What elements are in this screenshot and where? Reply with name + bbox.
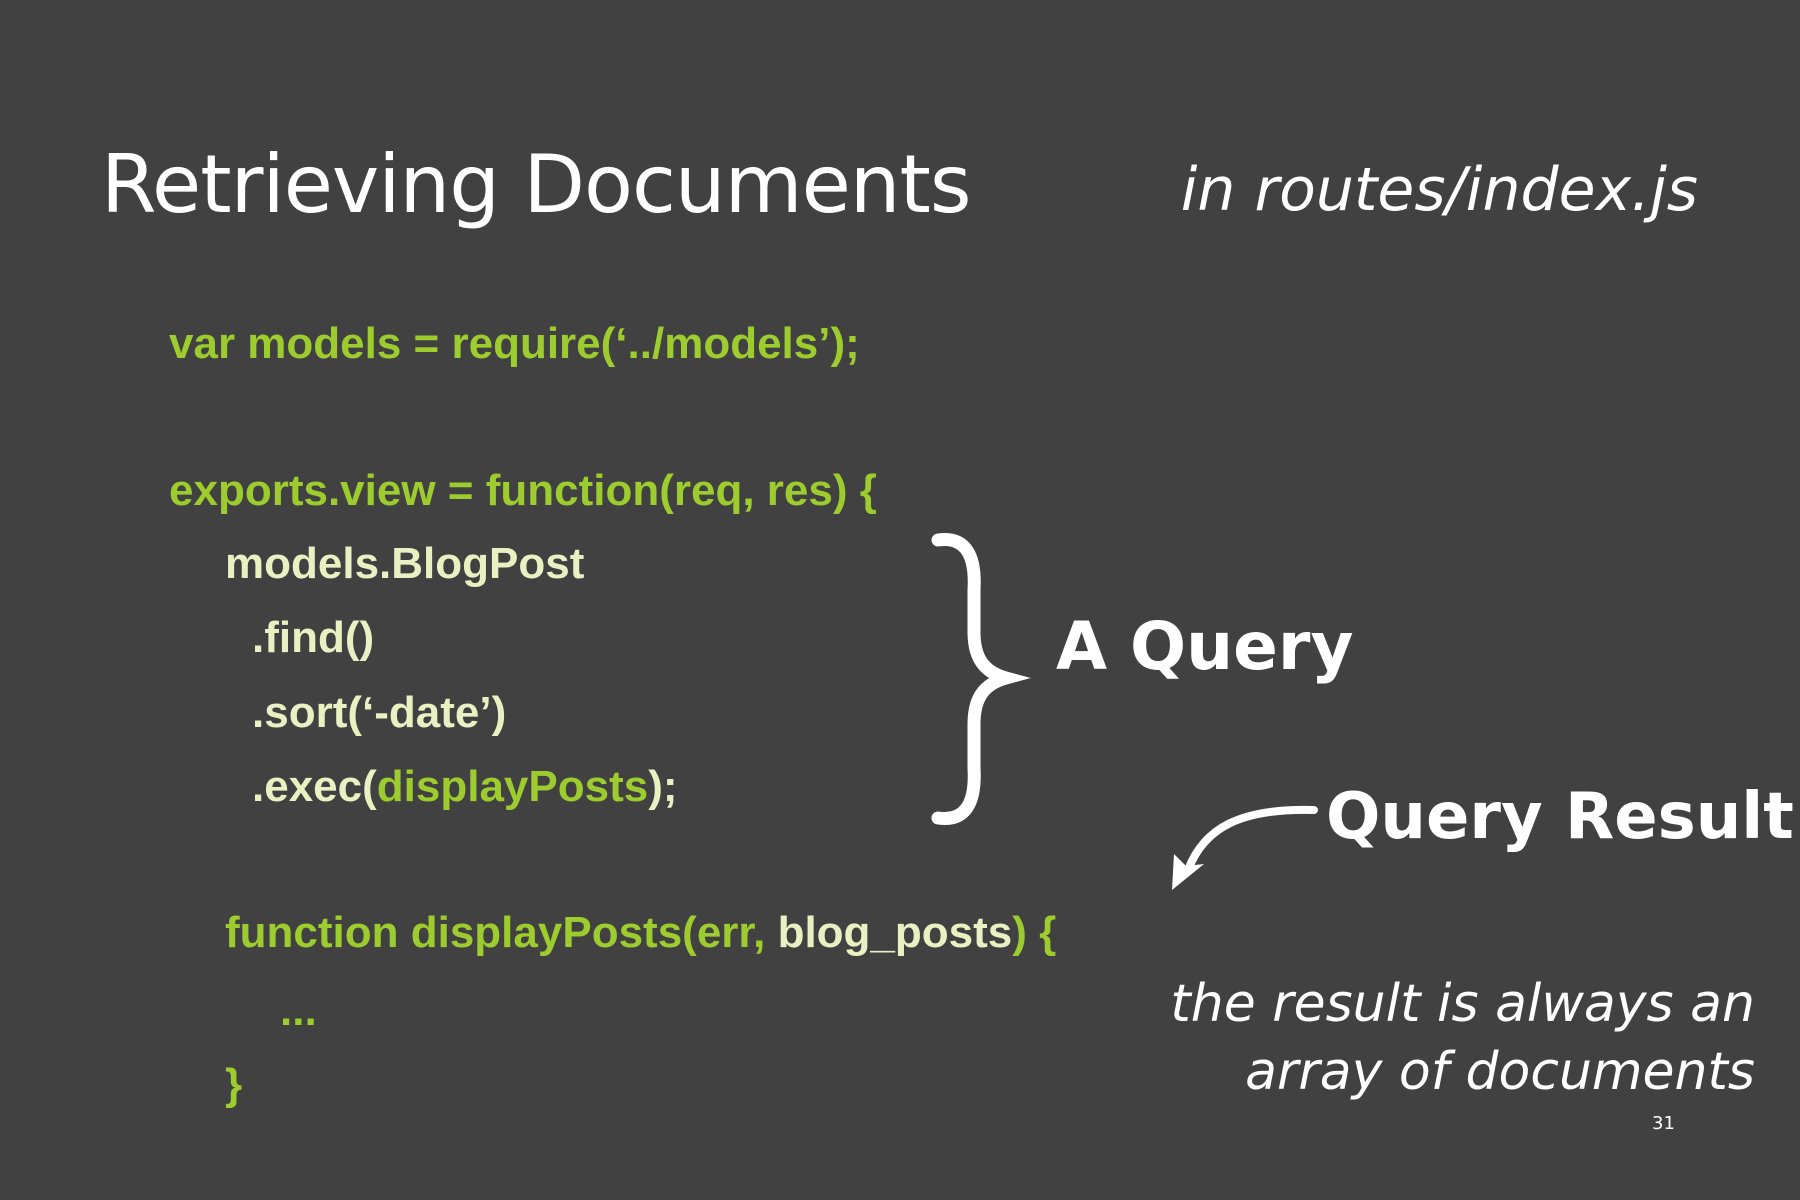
code-line-exports: exports.view = function(req, res) { [169,466,877,515]
code-line-exec: .exec(displayPosts); [252,765,678,809]
arrow-head-icon [1172,854,1204,890]
code-line-find: .find() [252,613,375,662]
code-line-sort: .sort(‘-date’) [252,688,507,737]
code-function-suffix: ) { [1012,908,1057,957]
result-note-line2: array of documents [1245,1042,1755,1102]
result-note-line1: the result is always an [1170,974,1755,1034]
code-line-require: var models = require(‘../models’); [169,319,860,368]
code-function-arg: blog_posts [777,908,1013,957]
query-result-label: Query Result [1326,780,1794,854]
code-line-model: models.BlogPost [225,539,585,588]
code-exec-suffix: ); [648,762,678,811]
slide-title: Retrieving Documents [101,138,972,231]
code-exec-prefix: .exec( [252,762,377,811]
code-line-close-brace: } [225,1060,243,1109]
slide-subtitle: in routes/index.js [1180,155,1698,225]
code-line-function: function displayPosts(err, blog_posts) { [225,911,1056,955]
query-label: A Query [1056,608,1354,685]
code-exec-arg: displayPosts [376,762,649,811]
arrow-curve-icon [1184,805,1318,874]
curly-brace-icon [931,533,1031,825]
code-line-ellipsis: ... [280,986,317,1035]
page-number: 31 [1652,1113,1675,1134]
code-function-prefix: function displayPosts(err, [225,908,778,957]
result-note: the result is always an array of documen… [1115,970,1755,1106]
